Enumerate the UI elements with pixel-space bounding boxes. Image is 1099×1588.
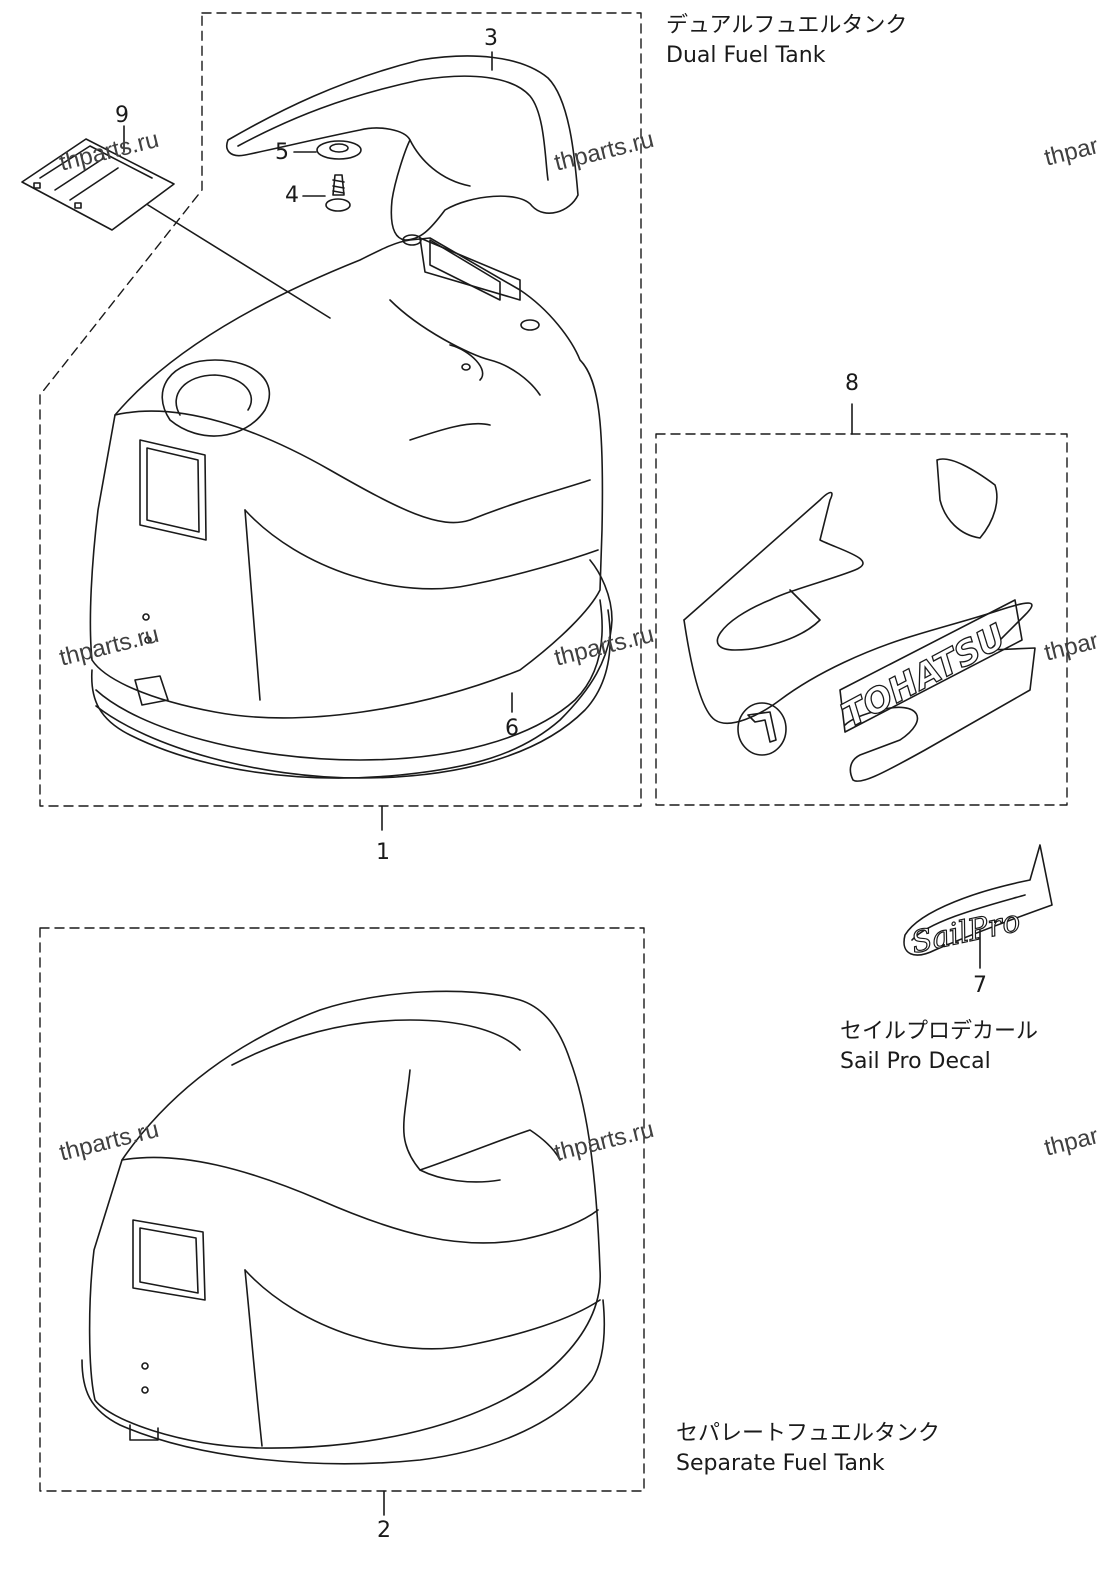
- tohatsu-decal-text: TOHATSU: [835, 617, 1012, 736]
- seal-part-6: [90, 559, 613, 779]
- callout-7: 7: [973, 973, 987, 998]
- sailpro-decal-part-7: [903, 844, 1053, 969]
- caption-dual-fuel-tank-jp: デュアルフュエルタンク: [666, 13, 908, 38]
- callout-3: 3: [484, 26, 498, 51]
- callout-1: 1: [376, 840, 390, 865]
- group-1-boundary: [39, 12, 642, 807]
- top-cover-part-3: [226, 51, 579, 241]
- decal-set-part-8: [683, 458, 1036, 782]
- caption-separate-fuel-tank-jp: セパレートフュエルタンク: [676, 1421, 941, 1446]
- callout-4: 4: [285, 183, 299, 208]
- caption-sail-pro-decal: Sail Pro Decal: [840, 1049, 991, 1074]
- callout-2: 2: [377, 1518, 391, 1543]
- callout-6: 6: [505, 716, 519, 741]
- group-8-boundary: [655, 433, 1068, 806]
- washer-part-5: [293, 140, 362, 160]
- engine-cover-part-1: [89, 234, 604, 719]
- caption-dual-fuel-tank: Dual Fuel Tank: [666, 43, 826, 68]
- screw-part-4: [302, 174, 351, 212]
- engine-cover-part-2: [81, 990, 606, 1465]
- callout-5: 5: [275, 140, 289, 165]
- callout-9: 9: [115, 103, 129, 128]
- group-2-boundary: [39, 927, 645, 1492]
- callout-8: 8: [845, 371, 859, 396]
- caption-separate-fuel-tank: Separate Fuel Tank: [676, 1451, 885, 1476]
- caption-sail-pro-decal-jp: セイルプロデカール: [840, 1019, 1039, 1044]
- label-plate-part-9: [21, 125, 331, 319]
